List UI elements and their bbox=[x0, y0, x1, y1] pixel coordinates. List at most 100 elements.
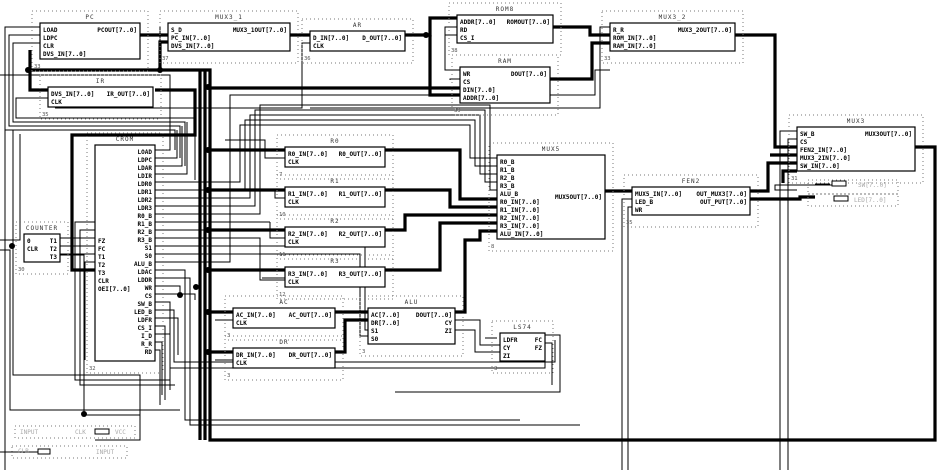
input-pin[interactable]: R2_B bbox=[500, 175, 515, 182]
input-pin[interactable]: S0 bbox=[371, 336, 379, 343]
output-pin[interactable]: ZI bbox=[445, 328, 453, 335]
input-pin[interactable]: SW_B bbox=[800, 131, 815, 138]
input-pin[interactable]: SW_IN[7..0] bbox=[800, 163, 840, 170]
input-pin[interactable]: CLK bbox=[288, 279, 299, 286]
input-pin[interactable]: AC[7..0] bbox=[371, 312, 400, 319]
output-pin[interactable]: FC bbox=[535, 337, 543, 344]
output-pin[interactable]: LDPC bbox=[138, 157, 153, 164]
input-pin[interactable]: R3_IN[7..0] bbox=[288, 271, 328, 278]
input-pin[interactable]: CLK bbox=[288, 159, 299, 166]
input-pin[interactable]: DR[7..0] bbox=[371, 320, 400, 327]
output-pin[interactable]: R3_B bbox=[138, 237, 153, 244]
input-pin[interactable]: R0_B bbox=[500, 159, 515, 166]
input-pin[interactable]: 0 bbox=[27, 238, 31, 245]
input-pin[interactable]: CLR bbox=[98, 278, 109, 285]
input-pin[interactable]: CS bbox=[800, 139, 808, 146]
input-pin[interactable]: T2 bbox=[98, 262, 106, 269]
output-pin[interactable]: LDAC bbox=[138, 269, 153, 276]
input-pin[interactable]: D_IN[7..0] bbox=[313, 35, 349, 42]
input-pin[interactable]: R1_IN[7..0] bbox=[500, 207, 540, 214]
input-pin[interactable]: FZ bbox=[98, 238, 106, 245]
output-pin[interactable]: MUX3OUT[7..0] bbox=[865, 131, 912, 138]
input-pin[interactable]: R2_IN[7..0] bbox=[500, 215, 540, 222]
input-pin[interactable]: RD bbox=[460, 27, 468, 34]
output-pin[interactable]: OUT_PUT[7..0] bbox=[700, 199, 747, 206]
input-pin[interactable]: CY bbox=[503, 345, 511, 352]
input-pin[interactable]: RAM_IN[7..0] bbox=[613, 43, 656, 50]
input-pin[interactable]: DVS_IN[7..0] bbox=[43, 51, 86, 58]
input-pin[interactable]: R1_IN[7..0] bbox=[288, 191, 328, 198]
output-pin[interactable]: T3 bbox=[50, 254, 58, 261]
input-pin[interactable]: T3 bbox=[98, 270, 106, 277]
input-pin[interactable]: CLK bbox=[288, 199, 299, 206]
input-pin[interactable]: CS_I bbox=[460, 35, 475, 42]
input-pin[interactable]: MUX5_IN[7..0] bbox=[635, 191, 682, 198]
output-pin[interactable]: LDIR bbox=[138, 173, 153, 180]
input-pin[interactable]: LED_B bbox=[635, 199, 653, 206]
output-pin[interactable]: DR_OUT[7..0] bbox=[289, 352, 332, 359]
input-pin[interactable]: ADDR[7..0] bbox=[460, 19, 496, 26]
input-pin[interactable]: DR_IN[7..0] bbox=[236, 352, 276, 359]
output-pin[interactable]: ALU_B bbox=[134, 261, 152, 268]
io-pin-led[interactable]: LED[7..0] bbox=[807, 193, 899, 207]
block-mux5[interactable]: MUX58R0_BR1_BR2_BR3_BALU_BR0_IN[7..0]R1_… bbox=[488, 142, 614, 252]
input-pin[interactable]: ADDR[7..0] bbox=[463, 95, 499, 102]
input-pin[interactable]: CLR bbox=[43, 43, 54, 50]
input-pin[interactable]: FEN2_IN[7..0] bbox=[800, 147, 847, 154]
input-pin[interactable]: T1 bbox=[98, 254, 106, 261]
input-pin[interactable]: R1_B bbox=[500, 167, 515, 174]
output-pin[interactable]: LDFR bbox=[138, 317, 153, 324]
output-pin[interactable]: S0 bbox=[145, 253, 153, 260]
block-fen2[interactable]: FEN235MUX5_IN[7..0]LED_BWROUT_MUX3[7..0]… bbox=[623, 174, 759, 228]
input-pin[interactable]: DIN[7..0] bbox=[463, 87, 496, 94]
output-pin[interactable]: LDR3 bbox=[138, 205, 153, 212]
block-crom[interactable]: CROM32FZFCT1T2T3CLROEI[7..0]LOADLDPCLDAR… bbox=[86, 132, 164, 374]
input-pin[interactable]: ALU_B bbox=[500, 191, 518, 198]
output-pin[interactable]: LDR2 bbox=[138, 197, 153, 204]
input-pin[interactable]: LDPC bbox=[43, 35, 58, 42]
output-pin[interactable]: MUX3_2OUT[7..0] bbox=[678, 27, 732, 34]
block-mux3[interactable]: MUX331SW_BCSFEN2_IN[7..0]MUX3_2IN[7..0]S… bbox=[788, 114, 924, 184]
input-pin[interactable]: ZI bbox=[503, 353, 511, 360]
input-pin[interactable]: LOAD bbox=[43, 27, 58, 34]
input-pin[interactable]: DVS_IN[7..0] bbox=[171, 43, 214, 50]
input-pin[interactable]: CLK bbox=[288, 239, 299, 246]
input-pin[interactable]: R_R bbox=[613, 27, 624, 34]
output-pin[interactable]: SW_B bbox=[138, 301, 153, 308]
input-pin[interactable]: ALU_IN[7..0] bbox=[500, 231, 543, 238]
output-pin[interactable]: D_OUT[7..0] bbox=[362, 35, 402, 42]
output-pin[interactable]: R2_OUT[7..0] bbox=[339, 231, 382, 238]
input-pin[interactable]: LDFR bbox=[503, 337, 518, 344]
block-mux3_2[interactable]: MUX3_233R_RROM_IN[7..0]RAM_IN[7..0]MUX3_… bbox=[601, 10, 744, 64]
output-pin[interactable]: IR_OUT[7..0] bbox=[107, 91, 150, 98]
output-pin[interactable]: CY bbox=[445, 320, 453, 327]
io-pin-sw[interactable]: SW[7..0] bbox=[807, 179, 899, 195]
input-pin[interactable]: S_D bbox=[171, 27, 182, 34]
input-pin[interactable]: R0_IN[7..0] bbox=[288, 151, 328, 158]
output-pin[interactable]: LDDR bbox=[138, 277, 153, 284]
output-pin[interactable]: S1 bbox=[145, 245, 153, 252]
block-mux3_1[interactable]: MUX3_137S_DPC_IN[7..0]DVS_IN[7..0]MUX3_1… bbox=[159, 10, 299, 64]
io-pin-clk[interactable]: INPUT CLK VCC bbox=[14, 425, 136, 439]
input-pin[interactable]: AC_IN[7..0] bbox=[236, 312, 276, 319]
output-pin[interactable]: I_D bbox=[141, 333, 152, 340]
output-pin[interactable]: T2 bbox=[50, 246, 58, 253]
input-pin[interactable]: CLK bbox=[236, 320, 247, 327]
input-pin[interactable]: R0_IN[7..0] bbox=[500, 199, 540, 206]
output-pin[interactable]: FZ bbox=[535, 345, 543, 352]
output-pin[interactable]: LDR0 bbox=[138, 181, 153, 188]
input-pin[interactable]: R2_IN[7..0] bbox=[288, 231, 328, 238]
output-pin[interactable]: CS bbox=[145, 293, 153, 300]
input-pin[interactable]: CLR bbox=[27, 246, 38, 253]
input-pin[interactable]: ROM_IN[7..0] bbox=[613, 35, 656, 42]
input-pin[interactable]: CLK bbox=[313, 43, 324, 50]
